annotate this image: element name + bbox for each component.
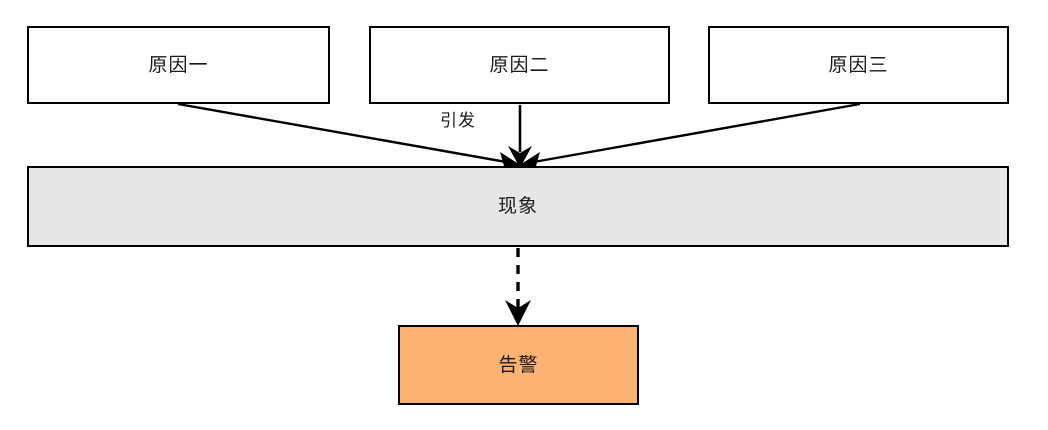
cause-node-2[interactable]: 原因二	[369, 26, 670, 104]
edge-cause2-phenomenon	[508, 105, 532, 168]
alarm-node-label: 告警	[498, 353, 539, 376]
cause-node-1-label: 原因一	[148, 53, 209, 76]
edge-cause3-phenomenon	[518, 102, 861, 173]
phenomenon-node-label: 现象	[497, 195, 538, 217]
phenomenon-node[interactable]: 现象	[27, 166, 1009, 247]
alarm-node[interactable]: 告警	[398, 325, 639, 405]
cause-node-1[interactable]: 原因一	[27, 26, 330, 104]
edge-label-trigger: 引发	[440, 111, 476, 131]
edge-phenomenon-alarm	[505, 248, 531, 326]
cause-node-2-label: 原因二	[489, 53, 550, 76]
cause-node-3-label: 原因三	[828, 53, 889, 76]
cause-node-3[interactable]: 原因三	[708, 26, 1009, 104]
